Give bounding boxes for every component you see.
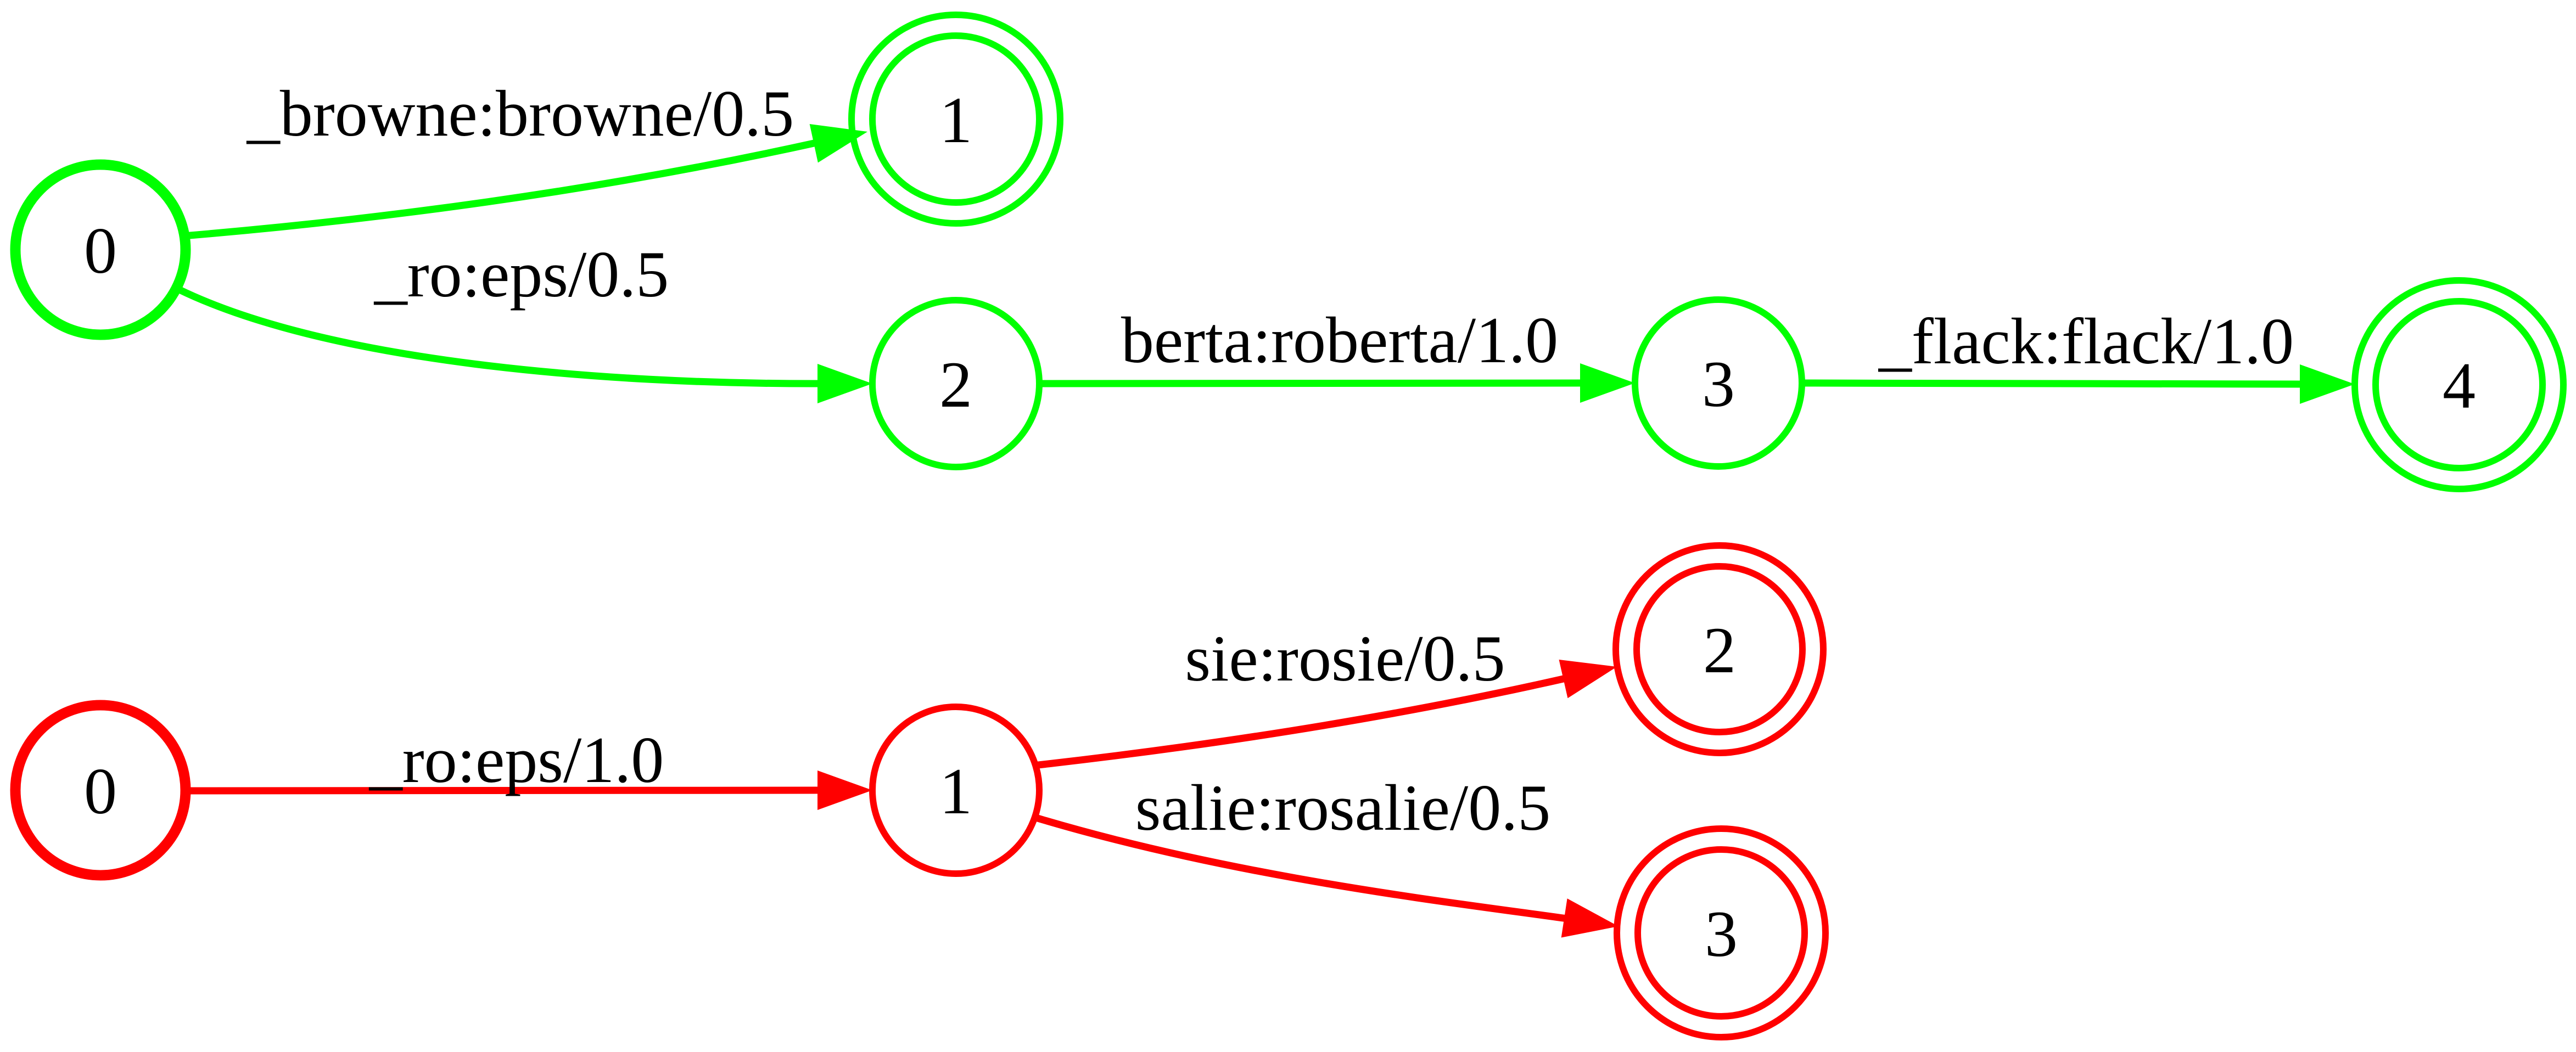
machine-red-transducer: _ro:eps/1.0 sie:rosie/0.5 salie:rosalie/0.… — [10, 542, 1829, 1040]
arc-red-transducer-r0-r1: _ro:eps/1.0 — [187, 723, 872, 810]
arc-green-transducer-g0-g2: _ro:eps/0.5 — [178, 238, 872, 403]
arc-red-transducer-r1-r3: salie:rosalie/0.5 — [1031, 771, 1619, 938]
arc-path — [187, 786, 821, 795]
state-circle — [869, 704, 1043, 877]
state-green-transducer-g4: 4 — [2351, 277, 2567, 492]
arc-path — [183, 139, 817, 240]
arc-label: berta:roberta/1.0 — [1121, 303, 1558, 376]
arc-path — [1031, 813, 1567, 922]
state-green-transducer-g2: 2 — [869, 297, 1043, 470]
state-inner-circle — [1633, 563, 1806, 735]
machine-green-transducer: _browne:browne/0.5 _ro:eps/0.5 berta:rober… — [10, 12, 2567, 492]
state-green-transducer-g3: 3 — [1632, 296, 1805, 470]
arrow-head — [817, 770, 872, 810]
arc-label: salie:rosalie/0.5 — [1135, 771, 1550, 844]
state-green-transducer-g1: 1 — [848, 12, 1063, 227]
arc-red-transducer-r1-r2: sie:rosie/0.5 — [1033, 622, 1617, 769]
arc-green-transducer-g0-g1: _browne:browne/0.5 — [183, 77, 867, 240]
state-label: 1 — [939, 755, 972, 828]
state-label: 1 — [939, 83, 972, 156]
state-red-transducer-r2: 2 — [1612, 542, 1827, 756]
state-inner-circle — [869, 32, 1043, 206]
state-green-transducer-g0: 0 — [10, 159, 191, 340]
state-red-transducer-r3: 3 — [1614, 825, 1829, 1040]
state-outer-circle — [848, 12, 1063, 227]
state-outer-circle — [2351, 277, 2567, 492]
state-inner-circle — [1634, 846, 1808, 1020]
arc-label: _browne:browne/0.5 — [247, 77, 794, 150]
state-outer-circle — [1614, 825, 1829, 1040]
state-label: 3 — [1705, 897, 1738, 970]
arrow-head — [1559, 660, 1617, 699]
arc-green-transducer-g2-g3: berta:roberta/1.0 — [1039, 303, 1635, 403]
arc-path — [178, 286, 821, 387]
arrow-head — [1580, 363, 1635, 403]
arc-green-transducer-g3-g4: _flack:flack/1.0 — [1801, 305, 2355, 404]
arrow-head — [1561, 898, 1619, 938]
state-circle — [10, 159, 191, 340]
arc-label: sie:rosie/0.5 — [1185, 622, 1505, 695]
arc-path — [1039, 379, 1583, 387]
arrow-head — [2300, 364, 2355, 404]
state-inner-circle — [2372, 298, 2546, 471]
arc-path — [1801, 379, 2303, 388]
arc-label: _ro:eps/1.0 — [369, 723, 664, 796]
state-circle — [1632, 296, 1805, 470]
state-label: 2 — [1703, 614, 1736, 687]
arc-path — [1033, 674, 1567, 769]
state-circle — [10, 700, 191, 881]
state-red-transducer-r0: 0 — [10, 700, 191, 881]
arrow-head — [817, 364, 872, 403]
state-outer-circle — [1612, 542, 1827, 756]
arc-label: _ro:eps/0.5 — [374, 238, 669, 311]
state-label: 3 — [1702, 347, 1735, 420]
arc-label: _flack:flack/1.0 — [1878, 305, 2294, 378]
state-red-transducer-r1: 1 — [869, 704, 1043, 877]
state-label: 2 — [939, 348, 972, 421]
state-label: 0 — [84, 755, 117, 828]
state-label: 0 — [84, 214, 117, 287]
state-circle — [869, 297, 1043, 470]
state-label: 4 — [2443, 349, 2476, 422]
